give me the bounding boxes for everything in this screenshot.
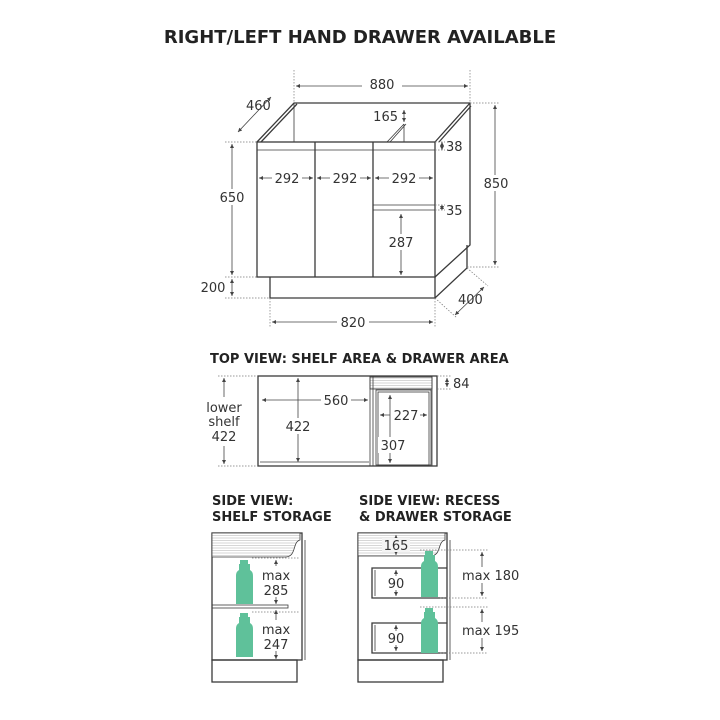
front-view: 880 460 850 650 200 820 400 165 38 35 29…	[201, 70, 512, 331]
shelf-lower-label-1: max	[262, 623, 291, 638]
side-view-shelf: SIDE VIEW: SHELF STORAGE max 285 max 247	[211, 494, 332, 683]
dim-rail-mid: 35	[446, 204, 463, 219]
lower-shelf-label-2: shelf	[208, 415, 240, 430]
dim-door-height: 650	[220, 191, 245, 206]
side-shelf-heading-1: SIDE VIEW:	[212, 494, 293, 509]
dim-max-195: max 195	[462, 624, 519, 639]
diagram-title: RIGHT/LEFT HAND DRAWER AVAILABLE	[164, 27, 556, 48]
shelf-upper-label-1: max	[262, 569, 291, 584]
bottle-icon	[421, 551, 438, 597]
dim-door-width-1: 292	[275, 172, 300, 187]
dim-strip: 84	[453, 377, 470, 392]
dim-drawer-height: 287	[389, 236, 414, 251]
dim-max-180: max 180	[462, 569, 519, 584]
lower-shelf-label-3: 422	[212, 430, 237, 445]
dim-side-recess: 165	[384, 539, 409, 554]
dim-drawer2: 90	[388, 632, 405, 647]
dim-recess: 165	[373, 110, 398, 125]
side-shelf-heading-2: SHELF STORAGE	[212, 510, 332, 525]
dim-shelf-depth: 422	[286, 420, 311, 435]
dim-plinth-height: 200	[201, 281, 226, 296]
bottle-icon	[236, 560, 253, 604]
shelf-upper-label-2: 285	[264, 584, 289, 599]
dim-depth-top: 460	[246, 99, 271, 114]
dim-rail-top: 38	[446, 140, 463, 155]
top-view: TOP VIEW: SHELF AREA & DRAWER AREA lower…	[206, 352, 509, 467]
shelf-lower-label-2: 247	[264, 638, 289, 653]
dim-width-top: 880	[370, 78, 395, 93]
dim-door-width-3: 292	[392, 172, 417, 187]
dim-drawer1: 90	[388, 577, 405, 592]
top-view-heading: TOP VIEW: SHELF AREA & DRAWER AREA	[210, 352, 509, 367]
side-drawer-heading-2: & DRAWER STORAGE	[359, 510, 512, 525]
side-view-drawer: SIDE VIEW: RECESS & DRAWER STORAGE 165 9…	[357, 494, 520, 683]
door-width-dims: 292 292 292	[259, 170, 433, 187]
lower-shelf-label-1: lower	[206, 401, 242, 416]
dim-door-width-2: 292	[333, 172, 358, 187]
dim-drawer-depth: 307	[381, 439, 406, 454]
dim-height-total: 850	[484, 177, 509, 192]
bottle-icon	[421, 608, 438, 653]
dim-plinth-width: 820	[341, 316, 366, 331]
side-drawer-heading-1: SIDE VIEW: RECESS	[359, 494, 500, 509]
dim-plinth-depth: 400	[458, 293, 483, 308]
dim-shelf-width: 560	[324, 394, 349, 409]
bottle-icon	[236, 613, 253, 657]
dim-drawer-width: 227	[394, 409, 419, 424]
